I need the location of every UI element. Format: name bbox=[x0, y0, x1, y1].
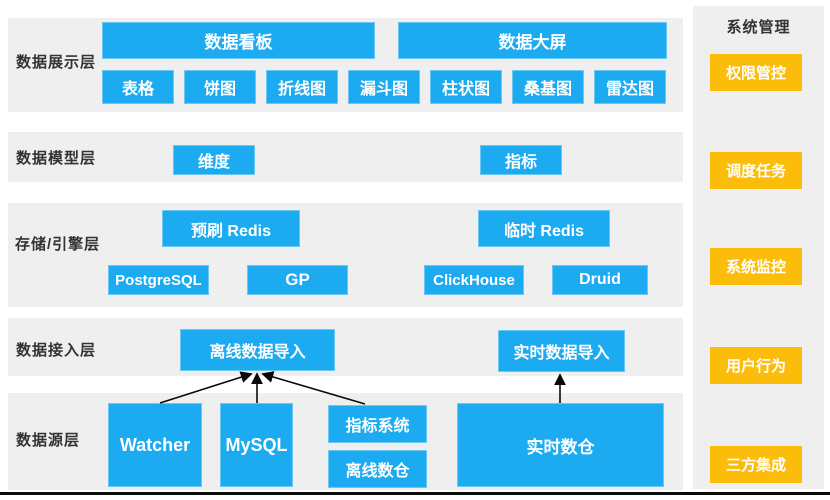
node-chart-pie: 饼图 bbox=[184, 70, 256, 104]
node-chart-line: 折线图 bbox=[266, 70, 338, 104]
node-chart-table: 表格 bbox=[102, 70, 174, 104]
sidebar-item-third-party-integration: 三方集成 bbox=[710, 446, 802, 483]
sidebar-system-management: 系统管理 权限管控 调度任务 系统监控 用户行为 三方集成 bbox=[693, 6, 824, 489]
node-clickhouse: ClickHouse bbox=[424, 265, 524, 295]
node-chart-radar: 雷达图 bbox=[594, 70, 666, 104]
node-preload-redis: 预刷 Redis bbox=[162, 210, 300, 247]
node-metric-system: 指标系统 bbox=[328, 405, 427, 443]
node-metric: 指标 bbox=[480, 145, 562, 175]
layer-label-source: 数据源层 bbox=[16, 432, 81, 449]
node-offline-import: 离线数据导入 bbox=[180, 329, 335, 371]
node-druid: Druid bbox=[552, 265, 648, 295]
layer-label-storage: 存储/引擎层 bbox=[15, 236, 101, 253]
node-chart-sankey: 桑基图 bbox=[512, 70, 584, 104]
node-dimension: 维度 bbox=[173, 145, 255, 175]
sidebar-title: 系统管理 bbox=[726, 19, 791, 36]
sidebar-item-user-behavior: 用户行为 bbox=[710, 347, 802, 384]
node-gp: GP bbox=[247, 265, 348, 295]
node-postgresql: PostgreSQL bbox=[108, 265, 209, 295]
node-data-dashboard: 数据看板 bbox=[102, 22, 375, 59]
bottom-border-line bbox=[0, 492, 830, 495]
sidebar-item-scheduling-tasks: 调度任务 bbox=[710, 152, 802, 189]
node-watcher: Watcher bbox=[108, 403, 202, 487]
node-temp-redis: 临时 Redis bbox=[478, 210, 610, 247]
node-chart-bar: 柱状图 bbox=[430, 70, 502, 104]
node-data-bigscreen: 数据大屏 bbox=[398, 22, 667, 59]
node-mysql: MySQL bbox=[220, 403, 293, 487]
sidebar-item-system-monitoring: 系统监控 bbox=[710, 248, 802, 285]
node-realtime-warehouse: 实时数仓 bbox=[457, 403, 664, 487]
layer-label-access: 数据接入层 bbox=[16, 342, 97, 359]
node-realtime-import: 实时数据导入 bbox=[498, 330, 625, 372]
layer-label-model: 数据模型层 bbox=[16, 150, 97, 167]
sidebar-item-permission-control: 权限管控 bbox=[710, 54, 802, 91]
node-chart-funnel: 漏斗图 bbox=[348, 70, 420, 104]
layer-label-display: 数据展示层 bbox=[16, 54, 97, 71]
node-offline-warehouse: 离线数仓 bbox=[328, 450, 427, 488]
layer-row-model bbox=[8, 132, 683, 182]
